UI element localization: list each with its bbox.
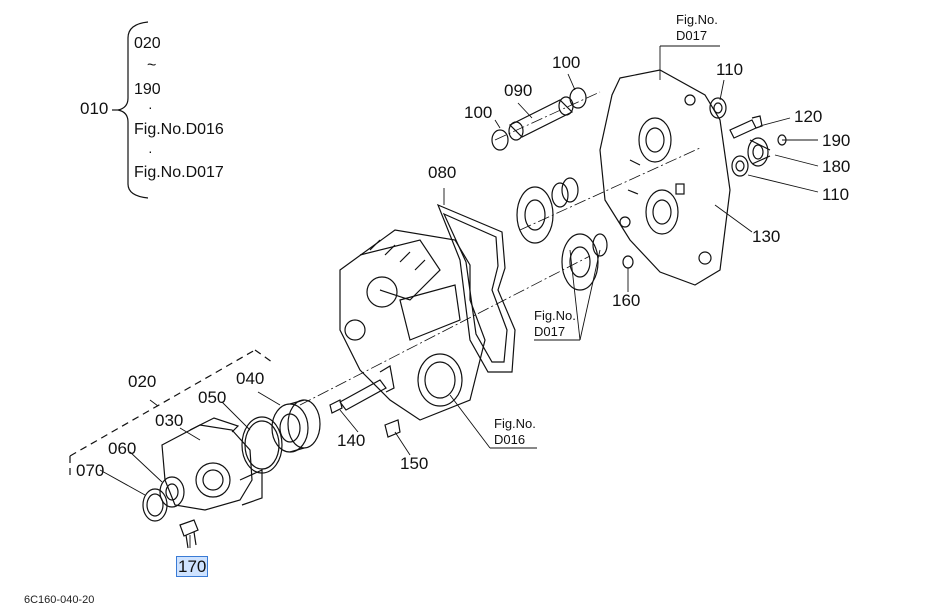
seal-110-lower: [731, 155, 749, 177]
callout-030[interactable]: 030: [155, 411, 184, 430]
sleeve-090: [508, 96, 574, 141]
pin-140: [329, 399, 343, 414]
fig-ref-d017-top[interactable]: Fig.No. D017: [676, 12, 718, 44]
group-item-190: 190: [134, 81, 161, 98]
group-separator-dot: ·: [148, 99, 153, 115]
ring-060: [159, 476, 185, 508]
fig-ref-d017-mid[interactable]: Fig.No. D017: [534, 308, 576, 340]
callout-050[interactable]: 050: [198, 388, 227, 407]
fig-ref-label: Fig.No.: [676, 12, 718, 27]
front-housing-020: [161, 417, 263, 511]
callout-010[interactable]: 010: [80, 99, 109, 118]
callout-180[interactable]: 180: [822, 157, 851, 176]
bolt-120: [729, 115, 763, 139]
fig-ref-number: D016: [494, 432, 526, 447]
callout-090[interactable]: 090: [504, 81, 533, 100]
plug-150: [384, 419, 401, 438]
group-range-symbol: ~: [147, 57, 157, 74]
bearing-upper: [551, 177, 579, 208]
bearing-040: [271, 399, 321, 453]
o-ring-160: [622, 255, 634, 269]
callout-120[interactable]: 120: [794, 107, 823, 126]
washer-lower: [561, 233, 599, 291]
fig-ref-d016-bottom[interactable]: Fig.No. D016: [494, 416, 536, 448]
fig-ref-label: Fig.No.: [494, 416, 536, 431]
leader-lines: [99, 45, 819, 548]
callout-040[interactable]: 040: [236, 369, 265, 388]
snap-ring-070: [142, 488, 168, 522]
nut-190: [777, 134, 787, 146]
o-ring-050: [241, 416, 283, 474]
callout-110-lower[interactable]: 110: [822, 185, 850, 204]
callout-070[interactable]: 070: [76, 461, 105, 480]
callout-170-selected[interactable]: 170: [175, 556, 209, 577]
callout-110-upper[interactable]: 110: [716, 60, 744, 79]
group-020-dashed-bracket: [69, 349, 273, 480]
bearing-lower: [592, 233, 608, 257]
callout-060[interactable]: 060: [108, 439, 137, 458]
main-case-d016: [339, 229, 486, 421]
group-fig-d017[interactable]: Fig.No.D017: [134, 164, 224, 181]
gasket-080: [436, 203, 516, 373]
o-ring-100-left: [491, 129, 509, 151]
callout-100-right[interactable]: 100: [552, 53, 581, 72]
callout-100-left[interactable]: 100: [464, 103, 493, 122]
group-fig-d016[interactable]: Fig.No.D016: [134, 121, 224, 138]
callout-020[interactable]: 020: [128, 372, 157, 391]
rear-cover-d017: [599, 69, 731, 286]
group-item-020: 020: [134, 35, 161, 52]
callout-150[interactable]: 150: [400, 454, 429, 473]
input-shaft: [339, 365, 395, 411]
callout-130[interactable]: 130: [752, 227, 781, 246]
drawing-code: 6C160-040-20: [24, 594, 95, 606]
fig-ref-label: Fig.No.: [534, 308, 576, 323]
o-ring-100-right: [569, 87, 587, 109]
callout-140[interactable]: 140: [337, 431, 366, 450]
seal-110-upper: [709, 97, 727, 119]
callout-170[interactable]: 170: [175, 556, 209, 577]
gear-180: [747, 137, 771, 167]
washer-upper: [516, 186, 554, 244]
group-separator-dot: ·: [148, 143, 153, 159]
callout-080[interactable]: 080: [428, 163, 457, 182]
callout-160[interactable]: 160: [612, 291, 641, 310]
callout-190[interactable]: 190: [822, 131, 851, 150]
fig-ref-number: D017: [676, 28, 708, 43]
bolt-170: [179, 519, 199, 549]
center-axis: [299, 91, 701, 406]
fig-ref-number: D017: [534, 324, 566, 339]
